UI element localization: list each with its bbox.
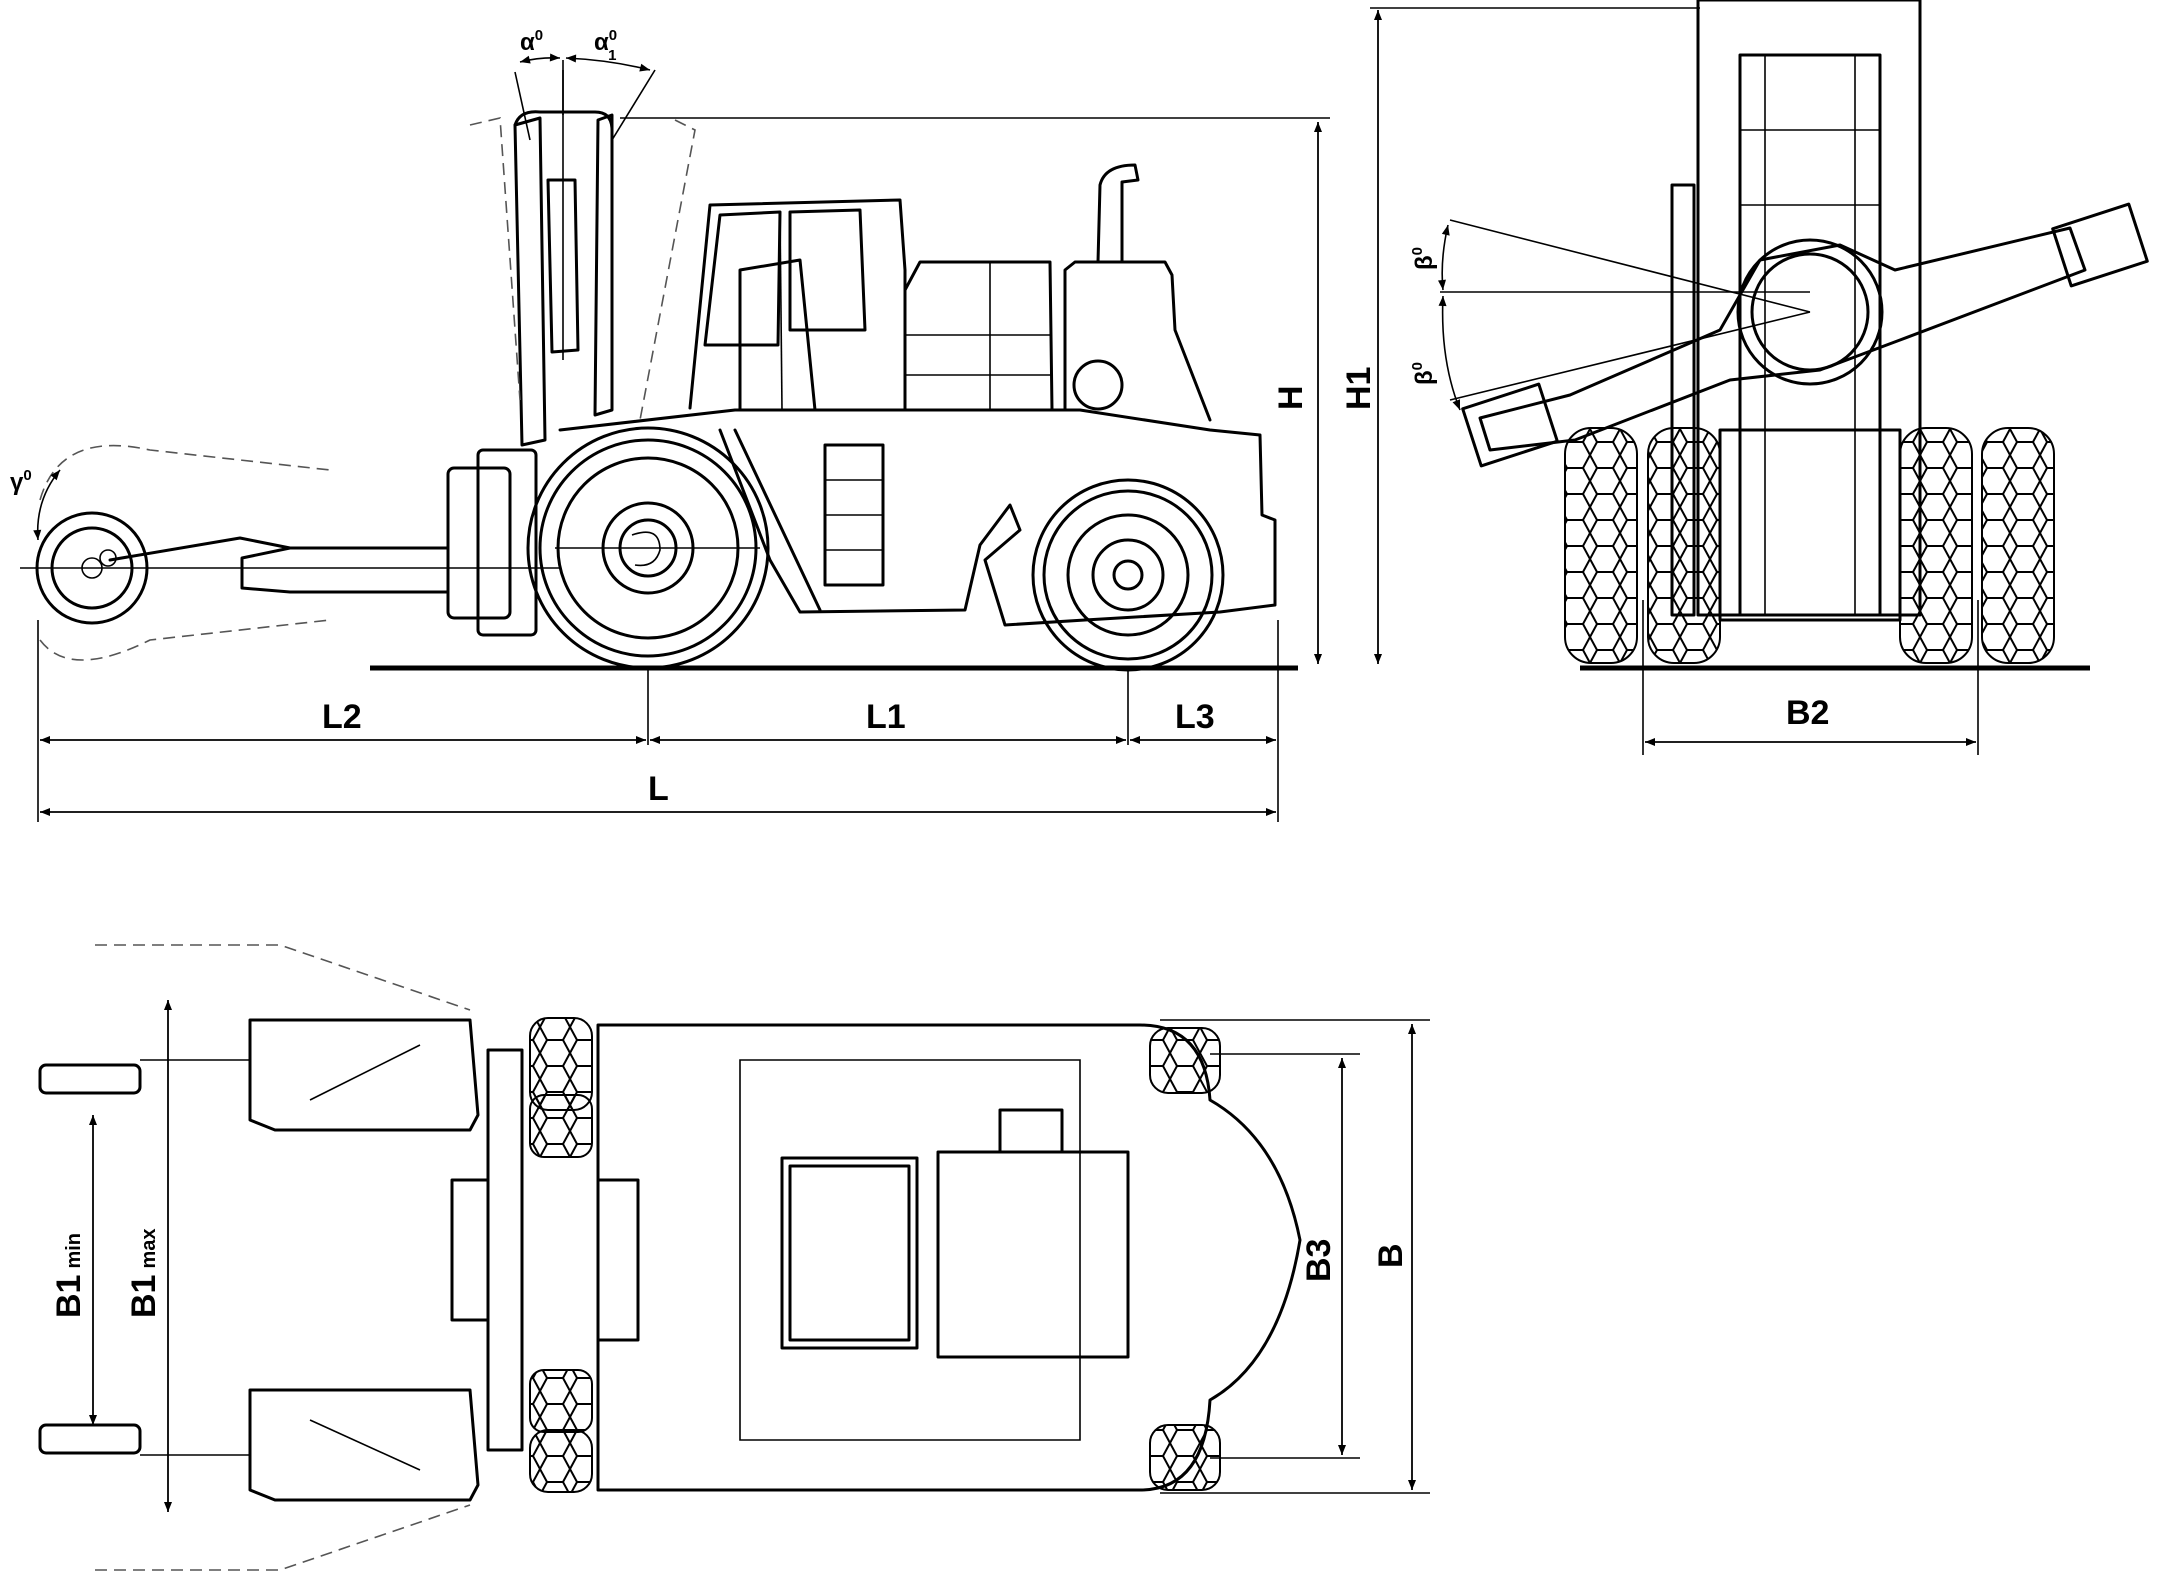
- top-arm-lower: [248, 1388, 480, 1502]
- mast-front: [513, 116, 547, 447]
- label-b1-max: B1max: [125, 1229, 163, 1319]
- cab-door: [779, 211, 783, 411]
- alpha-arc: [519, 53, 561, 64]
- label-beta-upper: β0: [1409, 247, 1438, 270]
- beta-arc-lower: [1438, 295, 1461, 411]
- label-gamma: γ0: [10, 467, 32, 496]
- cab-window-right: [788, 208, 867, 332]
- label-l2: L2: [322, 698, 362, 736]
- top-rotator: [486, 1048, 524, 1452]
- rear-railing: [903, 260, 1054, 412]
- front-tyre-3: [1899, 427, 1973, 664]
- label-alpha: α0: [520, 27, 543, 56]
- cab: [688, 198, 907, 412]
- top-cab: [780, 1156, 919, 1350]
- label-h1: H1: [1340, 367, 1378, 410]
- top-engine: [936, 1150, 1130, 1359]
- label-b: B: [1372, 1243, 1410, 1268]
- top-gripper-lower: [38, 1423, 142, 1455]
- chassis-body: [558, 408, 1277, 627]
- front-view: [1438, 0, 2149, 755]
- top-wheel-rear-right: [1149, 1424, 1221, 1491]
- front-tyre-4: [1981, 427, 2055, 664]
- labels: L2 L1 L3 L H H1 B2 B3 B B1min B1max α0 α…: [10, 27, 1829, 1318]
- label-b2: B2: [1786, 694, 1829, 732]
- top-wheel-front-right-2: [529, 1429, 593, 1493]
- mast-rear: [593, 113, 614, 417]
- cab-window-left: [703, 210, 782, 347]
- rear-wheel: [1031, 478, 1225, 672]
- label-b1-min: B1min: [50, 1233, 88, 1318]
- top-wheel-front-right: [529, 1369, 593, 1433]
- mast-ghost-right: [639, 119, 696, 421]
- mast-ghost-left: [469, 117, 521, 401]
- top-arm-upper: [248, 1018, 480, 1132]
- top-wheel-rear-left: [1149, 1027, 1221, 1094]
- air-filter: [1072, 359, 1124, 411]
- front-mast-inner: [1738, 53, 1882, 617]
- top-body: [596, 1023, 1302, 1492]
- cab-railing: [738, 258, 817, 412]
- top-gripper-upper: [38, 1063, 142, 1095]
- label-beta-lower: β0: [1409, 362, 1438, 385]
- top-filter: [998, 1108, 1064, 1154]
- exhaust-pipe: [1096, 163, 1140, 264]
- top-wheel-front-left-2: [529, 1094, 593, 1158]
- label-l3: L3: [1175, 698, 1215, 736]
- front-pivot-ring: [1736, 238, 1884, 386]
- top-gripper-ghost: [95, 944, 471, 1571]
- alpha1-arc: [565, 54, 651, 72]
- gripper-ghost: [39, 444, 331, 661]
- top-view: [38, 944, 1430, 1571]
- front-gripper-right: [2051, 202, 2149, 288]
- mast-top: [513, 110, 614, 132]
- front-gripper-left: [1461, 382, 1559, 468]
- gamma-arc: [33, 469, 61, 541]
- boom-arm: [240, 546, 450, 594]
- label-b3: B3: [1300, 1239, 1338, 1282]
- engine-hood: [1063, 260, 1212, 422]
- boom-arm-top: [108, 536, 292, 562]
- top-inner-frame: [739, 1059, 1081, 1441]
- beta-arc-upper: [1438, 224, 1450, 291]
- side-view: [20, 7, 1700, 822]
- label-l: L: [648, 770, 669, 808]
- mast-cylinder: [546, 178, 580, 354]
- label-l1: L1: [866, 698, 906, 736]
- chassis-lower: [733, 428, 822, 612]
- front-tyre-2: [1647, 427, 1721, 664]
- front-tyre-1: [1564, 427, 1638, 664]
- label-h: H: [1272, 385, 1310, 410]
- rotator-plate: [476, 448, 538, 637]
